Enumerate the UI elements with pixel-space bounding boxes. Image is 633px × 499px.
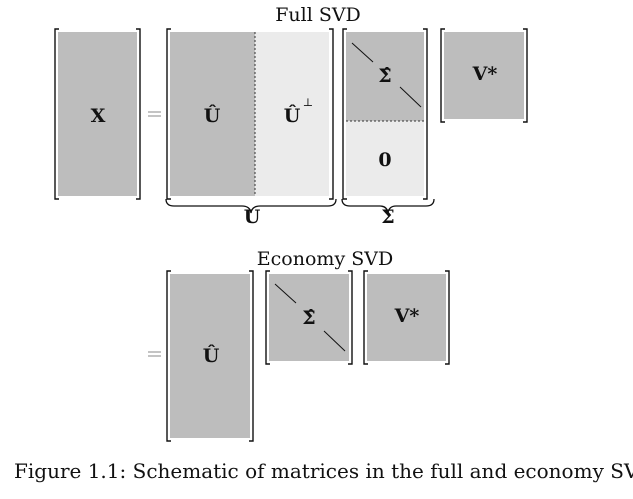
u-brace-label: U — [244, 206, 261, 228]
v-star-left-bracket — [440, 28, 445, 123]
economy-u-hat-matrix: Û — [166, 270, 254, 442]
economy-sigma-hat-right-bracket — [348, 270, 353, 365]
u-hat-block — [170, 32, 255, 196]
sigma-diagonal-top — [351, 42, 374, 63]
economy-v-star-left-bracket — [363, 270, 368, 365]
full-svd-group: Full SVD X Û Û ⊥ — [54, 4, 528, 228]
economy-svd-group: Economy SVD Û Σ̂ V* — [148, 248, 450, 442]
full-equals-sign — [148, 111, 161, 117]
v-star-block — [444, 32, 524, 119]
economy-u-hat-right-bracket — [249, 270, 254, 442]
economy-equals-sign — [148, 351, 161, 357]
sigma-diagonal-bottom — [399, 86, 422, 108]
economy-sigma-hat-block — [269, 274, 349, 361]
economy-sigma-diagonal-top — [274, 283, 297, 304]
sigma-hat-label: Σ̂ — [378, 65, 391, 87]
economy-u-hat-left-bracket — [166, 270, 171, 442]
sigma-zero-label: 0 — [378, 149, 391, 171]
economy-v-star-block — [367, 274, 446, 361]
u-matrix-left-bracket — [166, 28, 171, 200]
x-matrix-right-bracket — [136, 28, 141, 200]
sigma-zero-block — [346, 121, 424, 196]
economy-sigma-hat-label: Σ̂ — [302, 307, 315, 329]
u-perp-block — [255, 32, 329, 196]
u-matrix: Û Û ⊥ — [166, 28, 334, 200]
x-matrix-label: X — [91, 105, 106, 127]
sigma-brace: Σ — [341, 198, 435, 228]
sigma-brace-label: Σ — [381, 206, 394, 228]
sigma-hat-block — [346, 32, 424, 121]
sigma-matrix-left-bracket — [342, 28, 347, 200]
v-star-label: V* — [472, 63, 498, 85]
economy-v-star-right-bracket — [445, 270, 450, 365]
u-matrix-right-bracket — [329, 28, 334, 200]
economy-sigma-hat-matrix: Σ̂ — [265, 270, 353, 365]
economy-u-hat-label: Û — [203, 344, 220, 367]
economy-u-hat-block — [170, 274, 250, 438]
sigma-matrix-right-bracket — [423, 28, 428, 200]
x-matrix-block — [58, 32, 137, 196]
u-hat-label: Û — [204, 104, 221, 127]
full-svd-title: Full SVD — [275, 4, 361, 26]
economy-v-star-matrix: V* — [363, 270, 450, 365]
v-star-matrix: V* — [440, 28, 528, 123]
u-perp-label: Û — [284, 104, 301, 127]
u-brace: U — [165, 198, 337, 228]
economy-svd-title: Economy SVD — [257, 248, 393, 270]
x-matrix-left-bracket — [54, 28, 59, 200]
economy-sigma-hat-left-bracket — [265, 270, 270, 365]
v-star-right-bracket — [523, 28, 528, 123]
economy-sigma-diagonal-bottom — [323, 330, 346, 352]
figure-caption: Figure 1.1: Schematic of matrices in the… — [14, 459, 633, 483]
sigma-matrix: Σ̂ 0 — [342, 28, 428, 200]
x-matrix: X — [54, 28, 141, 200]
u-perp-mark: ⊥ — [303, 96, 313, 109]
economy-v-star-label: V* — [394, 305, 420, 327]
